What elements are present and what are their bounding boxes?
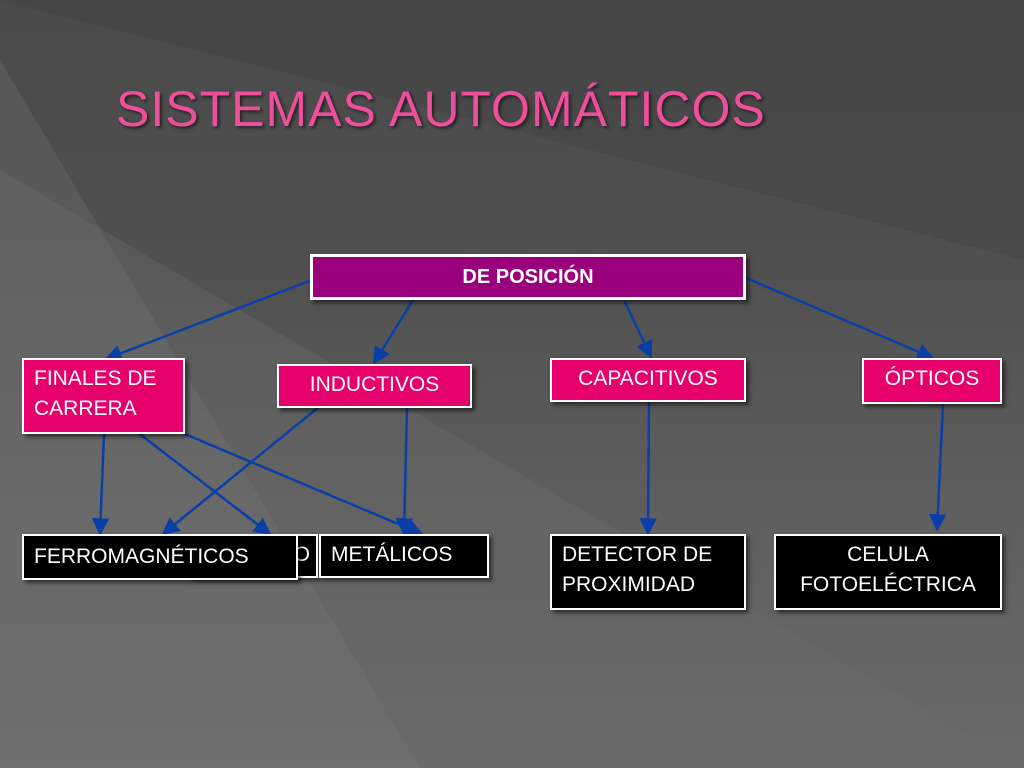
node-capacitivos-label: CAPACITIVOS bbox=[578, 367, 718, 390]
node-metalicos: METÁLICOS bbox=[319, 534, 489, 578]
arrow-finales-to-ferromagneticos bbox=[91, 433, 110, 536]
node-opticos-label: ÓPTICOS bbox=[884, 367, 980, 390]
arrow-root-to-capacitivos bbox=[622, 299, 653, 359]
arrow-finales-to-hidden bbox=[136, 431, 272, 536]
node-finales-de-carrera: FINALES DE CARRERA bbox=[22, 358, 185, 434]
arrow-opticos-to-celula bbox=[929, 403, 947, 532]
arrow-finales-to-metalicos bbox=[179, 430, 424, 536]
node-ferromagneticos: FERROMAGNÉTICOS bbox=[22, 534, 298, 580]
slide-title: SISTEMAS AUTOMÁTICOS bbox=[116, 81, 766, 137]
node-opticos: ÓPTICOS bbox=[862, 358, 1002, 404]
node-metalicos-label: METÁLICOS bbox=[331, 543, 453, 566]
arrow-inductivos-to-metalicos bbox=[395, 407, 414, 536]
node-ferromagneticos-label: FERROMAGNÉTICOS bbox=[34, 545, 249, 568]
node-celula-fotoelectrica: CELULA FOTOELÉCTRICA bbox=[774, 534, 1002, 610]
node-inductivos-label: INDUCTIVOS bbox=[309, 373, 440, 396]
node-capacitivos: CAPACITIVOS bbox=[550, 358, 746, 402]
node-celula-line-1: CELULA bbox=[847, 543, 929, 566]
arrow-root-to-finales bbox=[104, 278, 313, 362]
node-proximidad-line-2: PROXIMIDAD bbox=[562, 573, 696, 596]
arrow-capacitivos-to-proximidad bbox=[639, 401, 657, 536]
arrow-root-to-opticos bbox=[743, 275, 935, 360]
node-finales-line-1: FINALES DE bbox=[34, 367, 157, 390]
node-de-posicion: DE POSICIÓN bbox=[310, 254, 746, 300]
node-inductivos: INDUCTIVOS bbox=[277, 364, 472, 408]
node-de-posicion-label: DE POSICIÓN bbox=[462, 266, 594, 288]
node-celula-line-2: FOTOELÉCTRICA bbox=[800, 573, 976, 596]
node-proximidad-line-1: DETECTOR DE bbox=[562, 543, 713, 566]
node-finales-line-2: CARRERA bbox=[34, 397, 137, 420]
node-detector-de-proximidad: DETECTOR DE PROXIMIDAD bbox=[550, 534, 746, 610]
arrow-inductivos-to-ferromagneticos bbox=[161, 405, 321, 536]
arrow-root-to-inductivos bbox=[372, 299, 415, 365]
